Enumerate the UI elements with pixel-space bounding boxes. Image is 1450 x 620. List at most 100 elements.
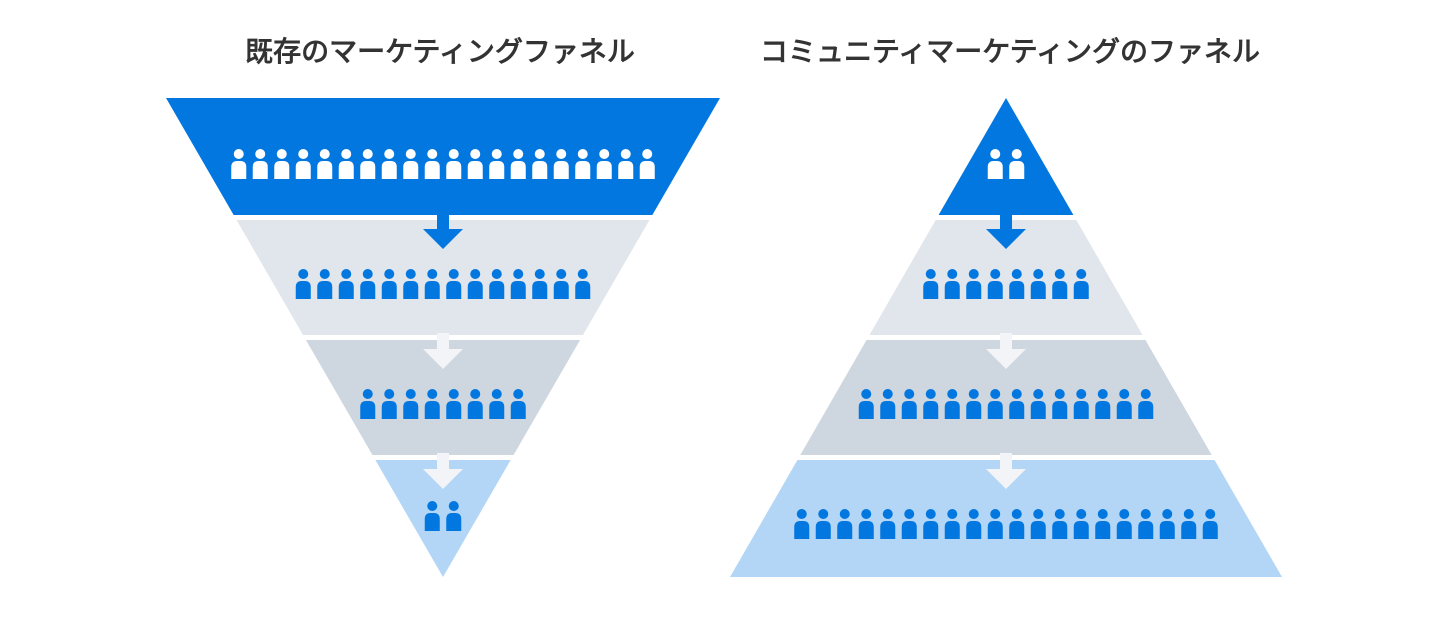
person-icon (510, 149, 526, 179)
person-icon (1159, 509, 1175, 539)
arrow-down-icon (423, 333, 463, 369)
person-icon (966, 269, 982, 299)
person-icon (944, 509, 960, 539)
funnel-band (730, 460, 1282, 577)
person-icon (317, 149, 333, 179)
person-icon (923, 389, 939, 419)
person-icon (1202, 509, 1218, 539)
person-icon (618, 149, 634, 179)
person-icon (1030, 509, 1046, 539)
person-icon (575, 149, 591, 179)
funnel-level (800, 340, 1212, 455)
person-icon (403, 269, 419, 299)
funnel-band (236, 220, 650, 335)
person-icon (446, 389, 462, 419)
person-icon (338, 269, 354, 299)
funnel-level (236, 220, 650, 335)
person-icon (274, 149, 290, 179)
funnel-band (166, 98, 720, 215)
person-icon (295, 149, 311, 179)
person-icon (1095, 509, 1111, 539)
person-icon (424, 389, 440, 419)
person-icon (1116, 389, 1132, 419)
person-icon (1095, 389, 1111, 419)
person-icon (944, 269, 960, 299)
person-icon (467, 149, 483, 179)
person-icon (923, 269, 939, 299)
person-icon (923, 509, 939, 539)
funnel-band (375, 460, 511, 577)
arrow-down-icon (423, 453, 463, 489)
person-icon (381, 269, 397, 299)
arrow-down-icon (986, 213, 1026, 249)
person-icon (901, 389, 917, 419)
person-icon (360, 269, 376, 299)
person-icon (532, 269, 548, 299)
person-icon (338, 149, 354, 179)
person-icon (424, 501, 440, 531)
community-marketing-funnel (730, 98, 1282, 577)
person-icon (489, 149, 505, 179)
person-icon (1030, 269, 1046, 299)
person-icon (231, 149, 247, 179)
person-icon (944, 389, 960, 419)
person-icon (966, 509, 982, 539)
person-icon (446, 149, 462, 179)
person-icon (794, 509, 810, 539)
person-icon (987, 269, 1003, 299)
person-icon (424, 149, 440, 179)
person-icon (1009, 509, 1025, 539)
funnel-level (166, 98, 720, 215)
person-icon (446, 269, 462, 299)
person-icon (837, 509, 853, 539)
person-icon (467, 389, 483, 419)
person-icon (858, 389, 874, 419)
person-icon (532, 149, 548, 179)
person-icon (381, 149, 397, 179)
person-icon (489, 389, 505, 419)
person-icon (360, 389, 376, 419)
person-icon (1009, 269, 1025, 299)
person-icon (1052, 509, 1068, 539)
funnel-band (938, 98, 1074, 215)
person-icon (596, 149, 612, 179)
person-icon (510, 389, 526, 419)
person-icon (1073, 269, 1089, 299)
funnel-level (938, 98, 1074, 215)
funnel-title-left: 既存のマーケティングファネル (245, 35, 635, 68)
funnel-level (375, 460, 511, 577)
funnel-level (869, 220, 1143, 335)
person-icon (553, 269, 569, 299)
person-icon (815, 509, 831, 539)
person-icon (446, 501, 462, 531)
person-icon (510, 269, 526, 299)
funnel-band (305, 340, 581, 455)
funnel-band (869, 220, 1143, 335)
person-icon (987, 389, 1003, 419)
person-icon (1138, 509, 1154, 539)
person-icon (1009, 149, 1025, 179)
person-icon (575, 269, 591, 299)
funnel-band (800, 340, 1212, 455)
person-icon (317, 269, 333, 299)
person-icon (1073, 509, 1089, 539)
person-icon (1009, 389, 1025, 419)
person-icon (901, 509, 917, 539)
person-icon (880, 389, 896, 419)
funnel-title-right: コミュニティマーケティングのファネル (759, 35, 1261, 68)
existing-marketing-funnel (166, 98, 720, 577)
person-icon (858, 509, 874, 539)
person-icon (880, 509, 896, 539)
person-icon (403, 389, 419, 419)
person-icon (966, 389, 982, 419)
person-icon (1030, 389, 1046, 419)
person-icon (1116, 509, 1132, 539)
person-icon (467, 269, 483, 299)
person-icon (295, 269, 311, 299)
funnel-level (305, 340, 581, 455)
person-icon (987, 149, 1003, 179)
arrow-down-icon (986, 333, 1026, 369)
person-icon (1052, 269, 1068, 299)
person-icon (489, 269, 505, 299)
